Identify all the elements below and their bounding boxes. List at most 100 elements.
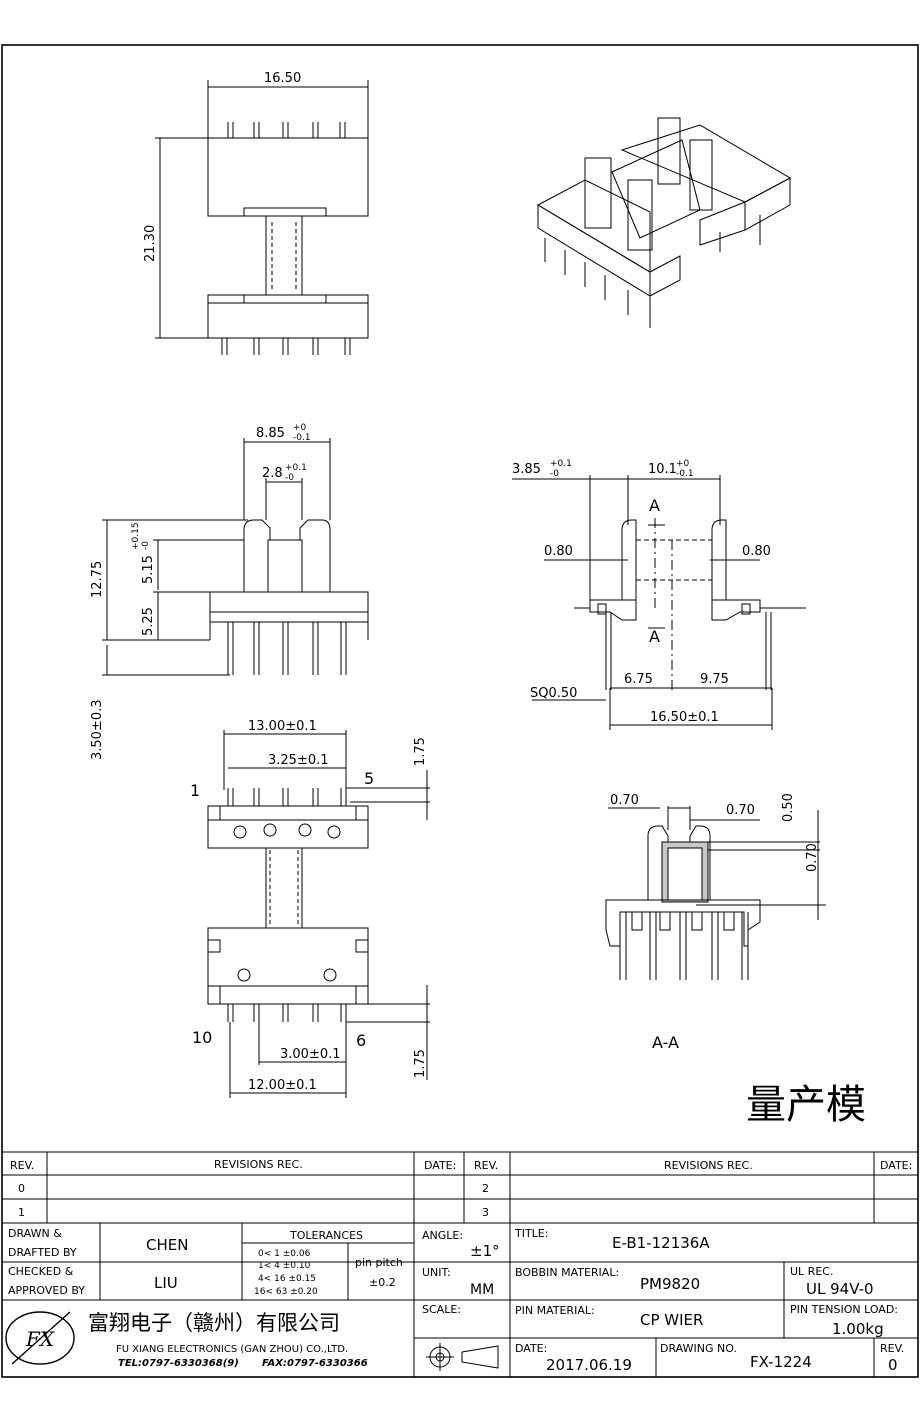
production-stamp: 量产模 [746,1082,866,1128]
checked-label: CHECKED & [8,1265,74,1278]
dim-slot-width: 2.8 [262,466,283,481]
section-label: A-A [652,1033,679,1052]
tension-value: 1.00kg [832,1320,884,1338]
top-view [155,80,369,355]
tol-row-2: 1< 4 ±0.10 [258,1261,311,1271]
dim-side-flange-tol-up: +0.1 [550,459,572,469]
bobbin-value: PM9820 [640,1275,700,1293]
dim-aa-v2: 0.70 [805,843,820,872]
ul-value: UL 94V-0 [806,1280,874,1298]
dim-top-height: 21.30 [143,225,158,262]
rev-label: REV. [880,1342,904,1355]
dim-core-tol-up: +0 [676,459,690,469]
dim-side-flange: 3.85 [512,462,541,477]
bobbin-label: BOBBIN MATERIAL: [515,1266,619,1279]
rec-header-right: REVISIONS REC. [664,1159,753,1172]
dim-core-tol-lo: -0.1 [676,469,694,479]
rev-header-right: REV. [474,1159,498,1172]
pin-number-1: 1 [190,781,200,800]
rev-row-0: 0 [18,1182,25,1195]
drawn-label: DRAWN & [8,1227,62,1240]
dim-aa-left: 0.70 [610,793,639,808]
company-name-en: FU XIANG ELECTRONICS (GAN ZHOU) CO.,LTD. [116,1344,348,1355]
drafted-label: DRAFTED BY [8,1246,77,1259]
drawn-by: CHEN [146,1236,188,1254]
title-value: E-B1-12136A [612,1234,710,1252]
projection-symbol-icon [426,1343,499,1371]
drawing-no-label: DRAWING NO. [660,1342,737,1355]
ul-label: UL REC. [790,1265,833,1278]
drawing-no-value: FX-1224 [750,1353,812,1371]
date-label: DATE: [515,1342,547,1355]
side-view [512,475,806,730]
title-label: TITLE: [514,1227,548,1240]
dim-aa-v1: 0.50 [781,793,796,822]
dim-edge-top: 1.75 [413,737,428,766]
bottom-view [207,730,430,1098]
rev-header-left: REV. [10,1159,34,1172]
rec-header-left: REVISIONS REC. [214,1158,303,1171]
dim-row-span-b: 12.00±0.1 [248,1078,317,1093]
section-aa-view [605,806,826,980]
dim-base-height: 5.25 [141,607,156,636]
dim-front-width-tol-lo: -0.1 [293,433,311,443]
dim-pin-length: 3.50±0.3 [90,699,105,760]
isometric-view [536,117,792,328]
dim-front-width-tol-up: +0 [293,423,307,433]
pin-material-value: CP WIER [640,1311,703,1329]
front-view [102,438,369,676]
pin-pitch-label: pin pitch [355,1256,403,1269]
angle-label: ANGLE: [422,1229,463,1242]
section-mark-top: A [649,496,660,515]
dim-edge-bottom: 1.75 [413,1049,428,1078]
dim-right-gap: 0.80 [742,544,771,559]
dim-wall-tol-up: +0.15 [131,522,141,550]
dim-pin-offset-right: 9.75 [700,672,729,687]
company-logo-text: FX [25,1327,55,1351]
sheet-border [1,44,919,1378]
dim-top-width: 16.50 [264,71,301,86]
date-header-left: DATE: [424,1159,456,1172]
unit-label: UNIT: [422,1266,451,1279]
scale-label: SCALE: [422,1303,461,1316]
dim-wall-tol-lo: -0 [141,541,151,550]
dim-sq: SQ0.50 [530,686,577,701]
dim-pin-offset-left: 6.75 [624,672,653,687]
rev-value: 0 [888,1356,898,1374]
approved-label: APPROVED BY [8,1284,85,1297]
tension-label: PIN TENSION LOAD: [790,1303,898,1316]
company-tel: TEL:0797-6330368(9) [118,1358,239,1369]
rev-row-2: 2 [482,1182,489,1195]
angle-value: ±1° [470,1242,500,1260]
dim-pitch-b: 3.00±0.1 [280,1047,341,1062]
dim-slot-tol-up: +0.1 [285,463,307,473]
dim-slot-tol-lo: -0 [285,473,294,483]
tol-row-3: 4< 16 ±0.15 [258,1274,316,1284]
approved-by: LIU [154,1274,178,1292]
pin-number-6: 6 [356,1031,366,1050]
dim-wall-height: 5.15 [141,555,156,584]
title-block [2,1223,918,1377]
rev-row-1: 1 [18,1206,25,1219]
pin-number-10: 10 [192,1028,212,1047]
dim-side-flange-tol-lo: -0 [550,469,559,479]
dim-core-width: 10.1 [648,462,677,477]
section-mark-bottom: A [649,627,660,646]
company-logo [5,1311,75,1365]
top-pins-lower [221,338,351,355]
pin-number-5: 5 [364,769,374,788]
dim-aa-right: 0.70 [726,803,755,818]
rev-row-3: 3 [482,1206,489,1219]
tolerances-label: TOLERANCES [289,1229,363,1242]
dim-front-width: 8.85 [256,426,285,441]
dim-total-height: 12.75 [90,561,105,598]
dim-left-gap: 0.80 [544,544,573,559]
company-fax: FAX:0797-6330366 [262,1358,368,1369]
date-value: 2017.06.19 [546,1356,632,1374]
date-header-right: DATE: [880,1159,912,1172]
tol-row-4: 16< 63 ±0.20 [254,1287,318,1297]
company-name-cn: 富翔电子（赣州）有限公司 [88,1311,340,1335]
top-pins-upper [227,122,346,138]
unit-value: MM [470,1282,494,1298]
